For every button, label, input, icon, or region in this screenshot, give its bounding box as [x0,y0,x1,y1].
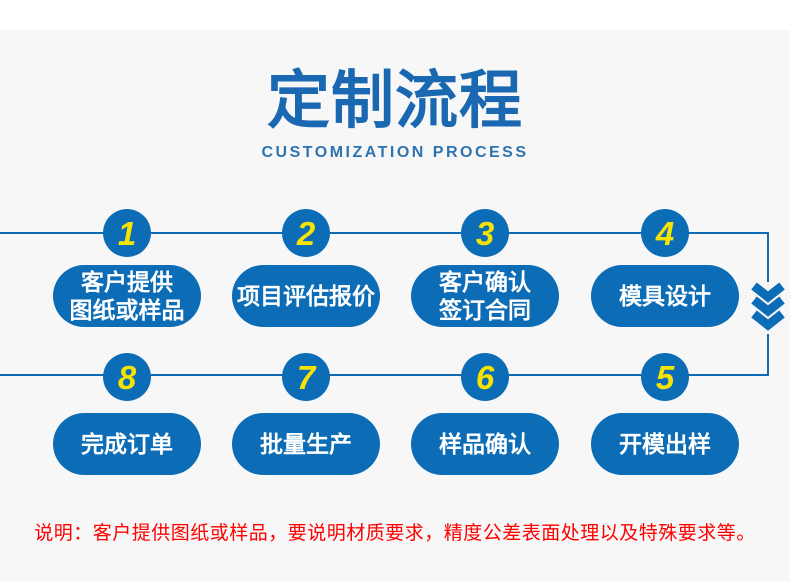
step-6-number-badge: 6 [461,353,509,401]
step-2-number-badge: 2 [282,209,330,257]
step-5-number-badge: 5 [641,353,689,401]
step-8-pill: 完成订单 [53,413,201,475]
step-8-number-badge: 8 [103,353,151,401]
flow-line-vertical-lower [767,334,769,376]
step-7-number-badge: 7 [282,353,330,401]
step-3-label: 客户确认 签订合同 [439,268,531,323]
step-3-pill: 客户确认 签订合同 [411,265,559,327]
page-subtitle: CUSTOMIZATION PROCESS [261,144,529,161]
step-6-pill: 样品确认 [411,413,559,475]
step-4-number-badge: 4 [641,209,689,257]
step-4-label: 模具设计 [619,282,711,309]
step-1-number-badge: 1 [103,209,151,257]
step-1-label: 客户提供 图纸或样品 [69,268,185,323]
flow-line-top [0,232,769,234]
step-7-label: 批量生产 [260,430,352,457]
step-7-pill: 批量生产 [232,413,380,475]
flow-line-vertical-upper [767,232,769,282]
step-1-pill: 客户提供 图纸或样品 [53,265,201,327]
step-8-label: 完成订单 [81,430,173,457]
step-4-pill: 模具设计 [591,265,739,327]
step-5-pill: 开模出样 [591,413,739,475]
step-3-number-badge: 3 [461,209,509,257]
flow-line-bottom [0,374,769,376]
note-text: 说明：客户提供图纸或样品，要说明材质要求，精度公差表面处理以及特殊要求等。 [34,523,756,544]
page-title: 定制流程 [267,66,523,136]
step-6-label: 样品确认 [439,430,531,457]
chevron-down-icon [751,282,785,331]
step-2-pill: 项目评估报价 [232,265,380,327]
step-5-label: 开模出样 [619,430,711,457]
step-2-label: 项目评估报价 [237,282,375,309]
